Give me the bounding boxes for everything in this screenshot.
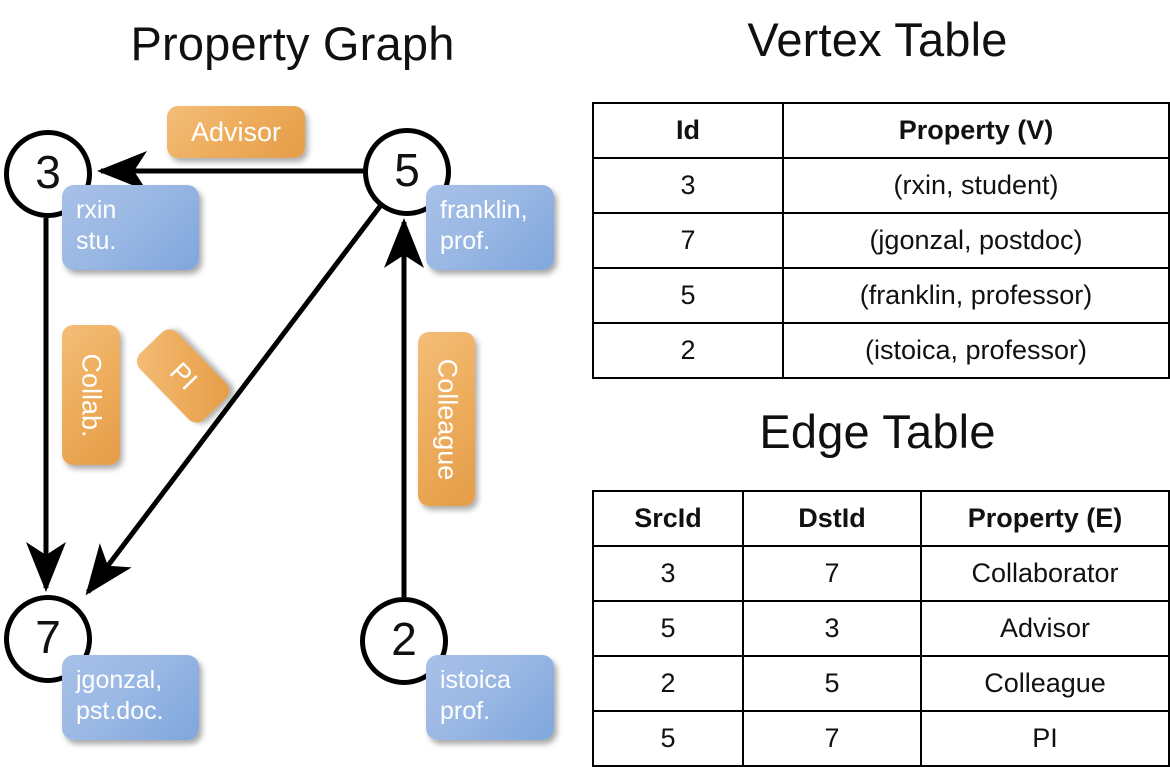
vertex-cell-property: (rxin, student) xyxy=(782,157,1170,214)
edge-label-collab[interactable]: Collab. xyxy=(62,325,120,465)
edge-label-advisor-text: Advisor xyxy=(190,116,282,147)
edge-col-header-srcid: SrcId xyxy=(592,490,744,547)
table-row[interactable]: 3 (rxin, student) xyxy=(592,157,1170,214)
vertex-cell-id: 5 xyxy=(592,267,784,324)
table-row[interactable]: 5 7 PI xyxy=(592,710,1170,767)
table-row[interactable]: 2 (istoica, professor) xyxy=(592,322,1170,379)
edge-label-pi-text: PI xyxy=(163,356,204,396)
vertex-table: Id Property (V) 3 (rxin, student) 7 (jgo… xyxy=(592,102,1170,379)
edge-cell-property: Collaborator xyxy=(920,545,1170,602)
graph-node-5[interactable]: 5 xyxy=(363,128,451,216)
vertex-col-header-id: Id xyxy=(592,102,784,159)
edge-cell-property: PI xyxy=(920,710,1170,767)
graph-node-5-property-box[interactable]: franklin, prof. xyxy=(426,185,554,270)
graph-node-7-property-box[interactable]: jgonzal, pst.doc. xyxy=(62,655,199,740)
vertex-cell-id: 7 xyxy=(592,212,784,269)
edge-label-collab-text: Collab. xyxy=(76,352,107,438)
property-graph-diagram: 3 5 7 2 rxin stu. franklin, prof. jgonza… xyxy=(0,0,585,760)
edge-5-to-7 xyxy=(85,203,383,596)
vertex-cell-property: (istoica, professor) xyxy=(782,322,1170,379)
edge-cell-srcid: 5 xyxy=(592,710,744,767)
graph-node-2-property-box[interactable]: istoica prof. xyxy=(426,655,554,740)
prop-line: stu. xyxy=(76,226,117,255)
edge-cell-srcid: 2 xyxy=(592,655,744,712)
edge-label-colleague[interactable]: Colleague xyxy=(418,332,475,506)
table-header-row: Id Property (V) xyxy=(592,102,1170,159)
prop-line: pst.doc. xyxy=(76,696,164,725)
edge-table: SrcId DstId Property (E) 3 7 Collaborato… xyxy=(592,490,1170,767)
edge-cell-dstid: 7 xyxy=(742,545,922,602)
prop-line: franklin, xyxy=(440,196,528,224)
edge-label-colleague-text: Colleague xyxy=(432,358,462,480)
table-row[interactable]: 5 (franklin, professor) xyxy=(592,267,1170,324)
graph-node-3-property-box[interactable]: rxin stu. xyxy=(62,185,199,270)
edge-cell-dstid: 7 xyxy=(742,710,922,767)
edge-col-header-dstid: DstId xyxy=(742,490,922,547)
vertex-col-header-property: Property (V) xyxy=(782,102,1170,159)
prop-line: istoica xyxy=(440,666,511,694)
prop-line: rxin xyxy=(76,196,117,224)
graph-node-5-label: 5 xyxy=(394,144,420,196)
graph-node-2-label: 2 xyxy=(391,613,417,665)
vertex-cell-property: (franklin, professor) xyxy=(782,267,1170,324)
vertex-cell-property: (jgonzal, postdoc) xyxy=(782,212,1170,269)
prop-line: jgonzal, xyxy=(76,666,163,694)
edge-cell-dstid: 3 xyxy=(742,600,922,657)
table-header-row: SrcId DstId Property (E) xyxy=(592,490,1170,547)
vertex-cell-id: 2 xyxy=(592,322,784,379)
graph-node-2[interactable]: 2 xyxy=(360,597,448,685)
table-row[interactable]: 3 7 Collaborator xyxy=(592,545,1170,602)
table-row[interactable]: 5 3 Advisor xyxy=(592,600,1170,657)
edge-cell-srcid: 5 xyxy=(592,600,744,657)
edge-cell-dstid: 5 xyxy=(742,655,922,712)
edge-col-header-property: Property (E) xyxy=(920,490,1170,547)
table-row[interactable]: 7 (jgonzal, postdoc) xyxy=(592,212,1170,269)
edge-cell-srcid: 3 xyxy=(592,545,744,602)
graph-node-7-label: 7 xyxy=(35,611,61,663)
page-title-vertex-table: Vertex Table xyxy=(747,13,1008,66)
edge-cell-property: Colleague xyxy=(920,655,1170,712)
prop-line: prof. xyxy=(440,696,491,725)
table-row[interactable]: 2 5 Colleague xyxy=(592,655,1170,712)
page-title-edge-table: Edge Table xyxy=(759,405,996,458)
graph-edges-svg xyxy=(26,151,424,597)
page-title-property-graph: Property Graph xyxy=(130,17,455,70)
prop-line: prof. xyxy=(440,226,491,255)
vertex-cell-id: 3 xyxy=(592,157,784,214)
graph-node-3-label: 3 xyxy=(35,146,61,198)
edge-label-advisor[interactable]: Advisor xyxy=(167,106,305,158)
edge-cell-property: Advisor xyxy=(920,600,1170,657)
